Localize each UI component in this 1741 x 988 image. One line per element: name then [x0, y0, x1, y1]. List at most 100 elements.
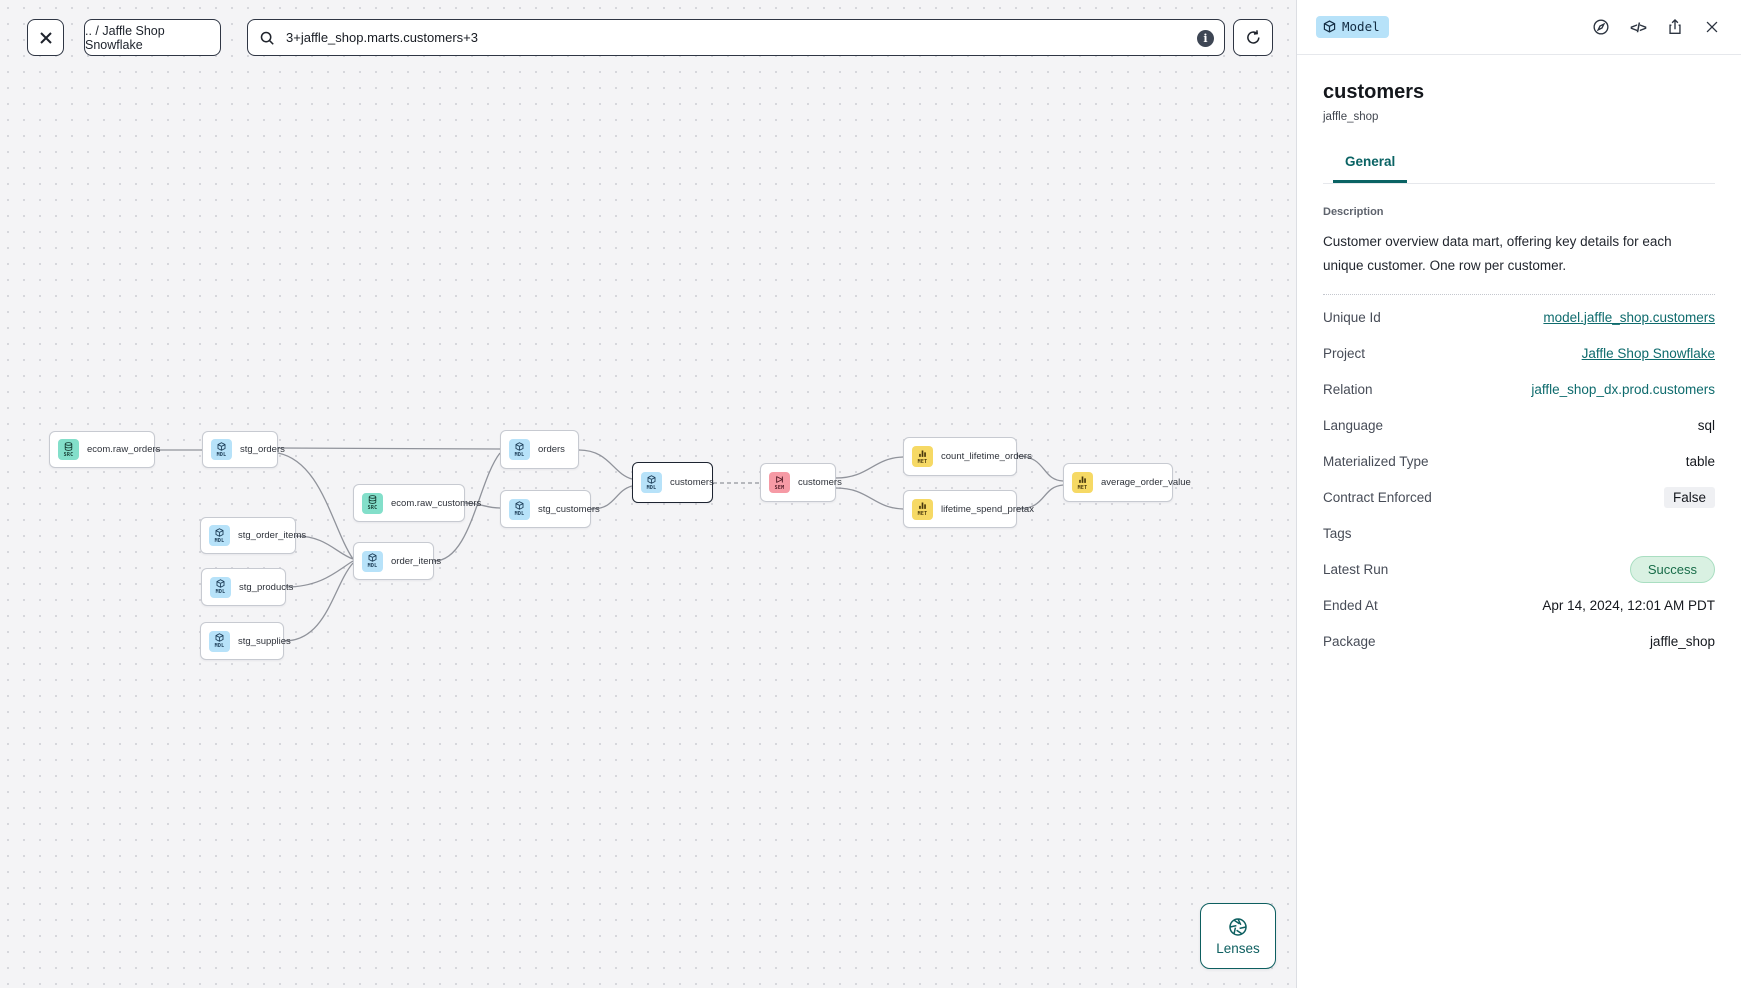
field-value: Jaffle Shop Snowflake: [1582, 346, 1715, 361]
search-input[interactable]: [284, 29, 1186, 46]
model-type-badge: Model: [1316, 16, 1389, 38]
graph-node-orders[interactable]: MDL orders: [500, 430, 579, 469]
field-label: Tags: [1323, 525, 1352, 541]
node-type-badge: SRC: [362, 492, 383, 514]
edge-stg-customers--customers-model: [590, 485, 633, 510]
lenses-aperture-icon: [1229, 917, 1247, 936]
search-icon: [259, 30, 275, 46]
field-row: Package jaffle_shop: [1323, 623, 1715, 659]
details-panel: Model </> customers jaffle_shop General …: [1296, 0, 1741, 988]
lineage-search: i: [247, 19, 1225, 56]
page-title: customers: [1323, 81, 1425, 103]
field-label: Project: [1323, 345, 1366, 361]
edge-stg-supplies--order-items: [283, 562, 354, 642]
node-type-badge: MDL: [509, 439, 530, 460]
field-row: Language sql: [1323, 407, 1715, 443]
edge-customers-semantic--count-lifetime-orders: [835, 456, 904, 479]
field-link[interactable]: model.jaffle_shop.customers: [1543, 309, 1715, 325]
refresh-icon: [1246, 30, 1260, 44]
field-value: jaffle_shop_dx.prod.customers: [1531, 381, 1715, 397]
graph-edges: [155, 447, 1064, 642]
edge-count-lifetime-orders--average-order-value: [1016, 455, 1064, 482]
cube-icon: [215, 633, 224, 642]
metric-icon: [918, 449, 927, 458]
cube-icon: [515, 501, 524, 510]
node-type-badge: MDL: [509, 498, 530, 520]
node-type-badge: MDL: [209, 630, 230, 652]
divider: [1323, 294, 1715, 295]
node-type-badge: SRC: [58, 439, 79, 460]
breadcrumb[interactable]: .. / Jaffle Shop Snowflake: [84, 19, 221, 56]
metric-icon: [918, 501, 927, 510]
panel-header: Model </>: [1297, 0, 1741, 55]
field-row: Materialized Type table: [1323, 443, 1715, 479]
graph-node-customers-semantic[interactable]: SEM customers: [760, 463, 842, 502]
package-subtitle: jaffle_shop: [1323, 111, 1379, 123]
graph-node-stg-orders[interactable]: MDL stg_orders: [202, 431, 285, 468]
node-type-badge: MET: [912, 446, 933, 467]
info-icon[interactable]: i: [1197, 30, 1214, 47]
graph-node-ecom-raw-orders[interactable]: SRC ecom.raw_orders: [49, 431, 160, 468]
cube-icon: [217, 441, 226, 451]
field-label: Language: [1323, 417, 1384, 433]
metric-icon: [1078, 475, 1087, 484]
field-value: sql: [1697, 417, 1715, 433]
cube-icon: [515, 441, 524, 451]
lenses-label: Lenses: [1216, 940, 1260, 956]
graph-node-customers-model[interactable]: MDL customers: [632, 462, 714, 503]
field-value: jaffle_shop: [1649, 633, 1715, 649]
field-row: Ended At Apr 14, 2024, 12:01 AM PDT: [1323, 587, 1715, 623]
graph-node-stg-supplies[interactable]: MDL stg_supplies: [200, 622, 291, 660]
graph-node-order-items[interactable]: MDL order_items: [353, 542, 441, 580]
field-label: Ended At: [1323, 597, 1378, 613]
field-value: Success: [1629, 552, 1715, 587]
explore-compass-icon[interactable]: [1591, 17, 1611, 37]
close-lineage-button[interactable]: [27, 19, 64, 56]
edge-stg-orders--order-items: [277, 452, 354, 560]
database-icon: [64, 441, 73, 451]
edge-stg-products--order-items: [285, 560, 354, 588]
field-label: Latest Run: [1323, 561, 1389, 577]
field-label: Relation: [1323, 381, 1373, 397]
graph-node-stg-order-items[interactable]: MDL stg_order_items: [200, 517, 306, 554]
tab-general[interactable]: General: [1333, 154, 1408, 183]
node-type-badge: MDL: [211, 439, 232, 460]
cube-icon: [1323, 20, 1336, 33]
share-icon[interactable]: [1665, 17, 1685, 37]
lineage-canvas[interactable]: SRC ecom.raw_orders MDL stg_orders MDL s…: [0, 0, 1297, 988]
semantic-model-icon: [775, 475, 784, 484]
graph-node-average-order-value[interactable]: MET average_order_value: [1063, 463, 1191, 502]
view-code-icon[interactable]: </>: [1630, 19, 1647, 35]
cube-icon: [647, 474, 656, 484]
field-label: Unique Id: [1323, 309, 1381, 325]
field-link[interactable]: Jaffle Shop Snowflake: [1581, 345, 1715, 361]
lenses-button[interactable]: Lenses: [1200, 903, 1276, 969]
tab-row: General: [1323, 153, 1715, 184]
edge-orders--customers-model: [578, 449, 633, 480]
field-value: False: [1663, 486, 1715, 508]
field-label: Materialized Type: [1323, 453, 1429, 469]
description-text: Customer overview data mart, offering ke…: [1323, 234, 1672, 273]
node-type-badge: MDL: [210, 576, 231, 598]
node-type-badge: MDL: [641, 472, 662, 493]
field-value: Apr 14, 2024, 12:01 AM PDT: [1542, 597, 1715, 613]
graph-node-stg-products[interactable]: MDL stg_products: [201, 568, 293, 606]
description-label: Description: [1323, 206, 1384, 218]
cube-icon: [216, 579, 225, 588]
field-label: Contract Enforced: [1323, 489, 1432, 505]
graph-node-ecom-raw-customers[interactable]: SRC ecom.raw_customers: [353, 484, 481, 522]
database-icon: [368, 495, 377, 504]
refresh-button[interactable]: [1233, 19, 1273, 56]
close-panel-icon[interactable]: [1702, 17, 1722, 37]
field-row: Latest Run Success: [1323, 551, 1715, 587]
cube-icon: [368, 553, 377, 562]
field-row: Relation jaffle_shop_dx.prod.customers: [1323, 371, 1715, 407]
graph-node-lifetime-spend-pretax[interactable]: MET lifetime_spend_pretax: [903, 490, 1034, 528]
edge-stg-order-items--order-items: [295, 535, 354, 560]
field-row: Project Jaffle Shop Snowflake: [1323, 335, 1715, 371]
graph-node-count-lifetime-orders[interactable]: MET count_lifetime_orders: [903, 437, 1032, 476]
field-row: Unique Id model.jaffle_shop.customers: [1323, 299, 1715, 335]
graph-node-stg-customers[interactable]: MDL stg_customers: [500, 490, 600, 528]
node-type-badge: SEM: [769, 472, 790, 493]
node-type-badge: MDL: [362, 550, 383, 572]
